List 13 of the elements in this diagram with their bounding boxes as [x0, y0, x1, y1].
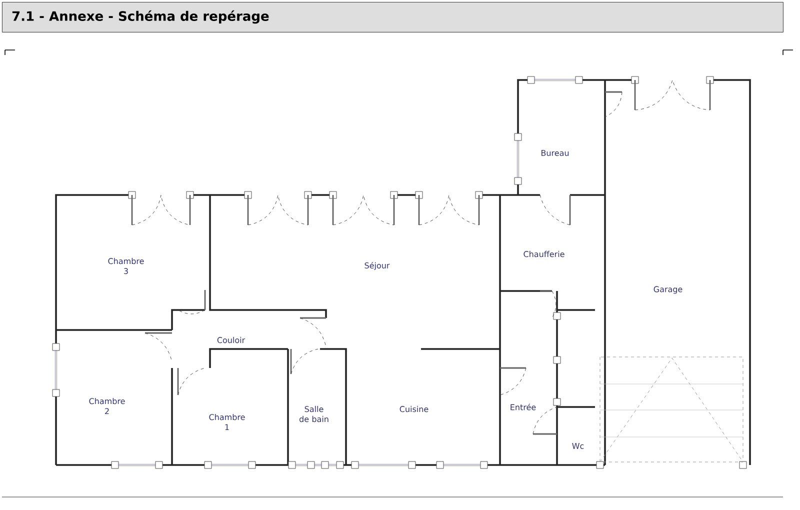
room-label: Couloir	[217, 336, 246, 344]
room-label: Cuisine	[400, 406, 428, 412]
room-label: Bureau	[542, 150, 569, 156]
room-label: Garage	[654, 286, 682, 294]
room-label: Chambre 1	[209, 414, 245, 430]
room-label: Chambre 2	[89, 398, 125, 414]
room-label: Séjour	[364, 262, 390, 270]
room-label: Chaufferie	[524, 250, 564, 258]
room-label: Wc	[572, 443, 584, 449]
title-bar: 7.1 - Annexe - Schéma de repérage	[2, 2, 784, 32]
room-label: Chambre 3	[108, 258, 144, 274]
room-label: Entrée	[510, 404, 536, 410]
room-label: Salle de bain	[299, 406, 328, 422]
